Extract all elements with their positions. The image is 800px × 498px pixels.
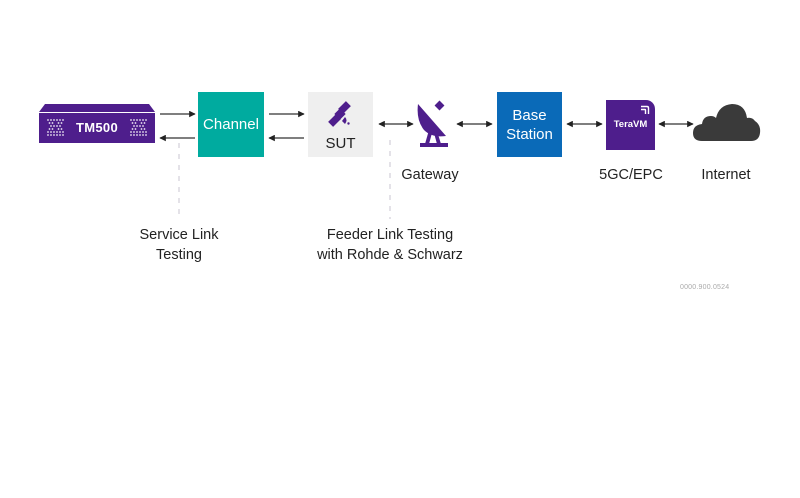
feeder-link-line1: Feeder Link Testing (326, 227, 454, 243)
service-link-line2: Testing (156, 247, 202, 263)
core-label: 5GC/EPC (599, 167, 663, 183)
cloud-icon (693, 104, 761, 141)
satellite-dish-icon (417, 100, 448, 147)
core-node: TeraVM (606, 100, 655, 150)
gateway-label: Gateway (401, 167, 459, 183)
tm500-device-icon (39, 104, 155, 143)
sut-label: SUT (325, 135, 356, 152)
base-station-node: Base Station (497, 92, 562, 157)
satellite-icon (328, 101, 351, 127)
feeder-link-annotation: Feeder Link Testing with Rohde & Schwarz (300, 225, 480, 265)
teravm-badge: TeraVM (613, 119, 648, 130)
channel-label: Channel (203, 116, 259, 133)
channel-node: Channel (198, 92, 264, 157)
internet-label: Internet (701, 167, 751, 183)
tm500-node: TM500 (38, 103, 156, 144)
base-station-label-line1: Base (512, 106, 547, 124)
tm500-label: TM500 (76, 120, 118, 135)
base-station-label-line2: Station (506, 125, 553, 143)
document-code: 0000.900.0524 (680, 284, 730, 291)
sut-node: SUT (308, 92, 373, 157)
feeder-link-line2: with Rohde & Schwarz (317, 247, 463, 263)
teravm-logo-icon (641, 105, 650, 114)
service-link-annotation: Service Link Testing (119, 225, 239, 265)
service-link-line1: Service Link (139, 227, 219, 243)
